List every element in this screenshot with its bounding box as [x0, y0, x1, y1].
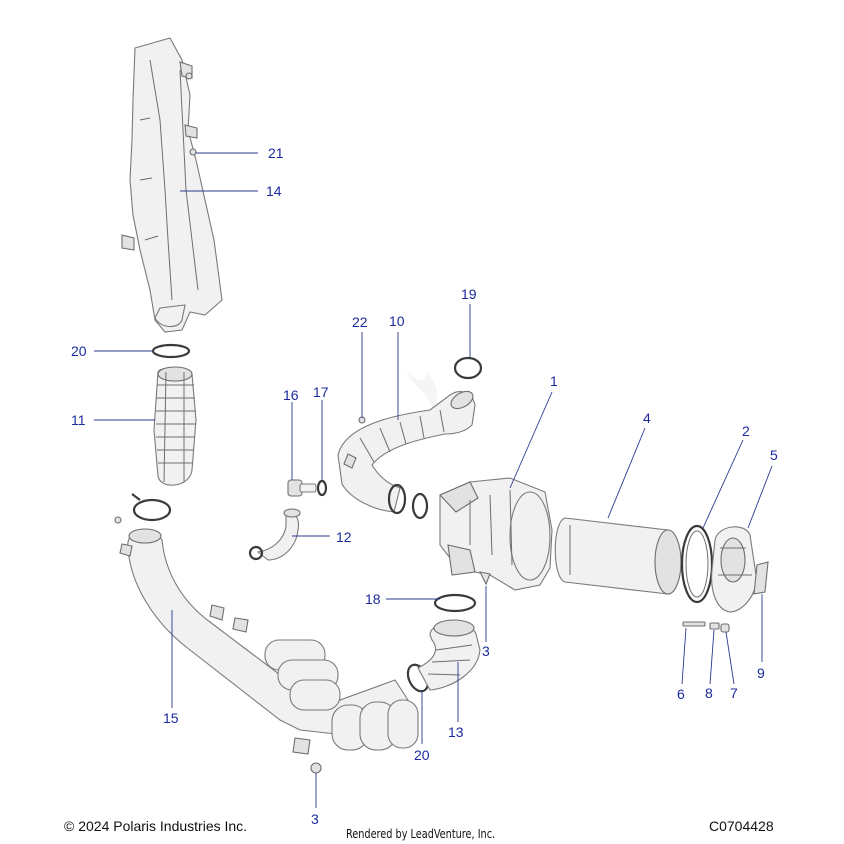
callout-12: 12 [336, 529, 352, 545]
part-7-nut[interactable] [720, 623, 730, 633]
callout-17: 17 [313, 384, 329, 400]
callout-5: 5 [770, 447, 778, 463]
part-3-fastener-lower[interactable] [310, 762, 322, 774]
part-4-air-filter[interactable] [554, 517, 682, 595]
callout-7: 7 [730, 685, 738, 701]
part-11-corrugated-hose[interactable] [153, 366, 197, 486]
part-17-clamp[interactable] [316, 479, 328, 497]
callout-18: 18 [365, 591, 381, 607]
diagram-code: C0704428 [709, 818, 774, 834]
callout-20-upper: 20 [71, 343, 87, 359]
part-13-elbow[interactable] [417, 619, 481, 691]
part-10-intake-tube[interactable] [337, 388, 476, 513]
fastener-left[interactable] [114, 516, 122, 524]
callout-3-lower: 3 [311, 811, 319, 827]
callout-6: 6 [677, 686, 685, 702]
part-21-screw[interactable] [185, 72, 197, 156]
callout-20-lower: 20 [414, 747, 430, 763]
part-15-intake-pipe[interactable] [119, 528, 419, 755]
part-18-clamp[interactable] [433, 593, 477, 613]
part-14-intake-duct[interactable] [121, 37, 223, 333]
part-2-seal-ring[interactable] [680, 524, 714, 604]
callout-3-upper: 3 [482, 643, 490, 659]
part-16-fitting[interactable] [287, 479, 317, 497]
callout-21: 21 [268, 145, 284, 161]
part-3-fastener-upper[interactable] [479, 571, 491, 586]
callout-16: 16 [283, 387, 299, 403]
callout-15: 15 [163, 710, 179, 726]
callout-11: 11 [71, 412, 86, 428]
part-19-clamp[interactable] [453, 356, 483, 380]
callout-9: 9 [757, 665, 765, 681]
part-20-clamp-upper[interactable] [151, 343, 191, 359]
copyright-text: © 2024 Polaris Industries Inc. [64, 818, 248, 834]
callout-14: 14 [266, 183, 282, 199]
part-5-air-box-cover[interactable] [711, 526, 757, 613]
part-9-label-tag[interactable] [753, 561, 769, 595]
watermark-logo [405, 372, 437, 410]
part-12-small-hose[interactable] [248, 508, 301, 561]
callout-labels: 21 14 20 11 16 17 22 10 19 1 4 2 5 12 18… [71, 145, 778, 827]
callout-19: 19 [461, 286, 477, 302]
callout-10: 10 [389, 313, 405, 329]
callout-1: 1 [550, 373, 558, 389]
clamp-tube-outlet[interactable] [387, 483, 429, 520]
part-1-air-box[interactable] [439, 477, 572, 591]
callout-2: 2 [742, 423, 750, 439]
callout-13: 13 [448, 724, 464, 740]
callout-4: 4 [643, 410, 651, 426]
part-6-bolt[interactable] [682, 621, 706, 627]
part-20-clamp-hose-bottom[interactable] [131, 493, 172, 522]
callout-8: 8 [705, 685, 713, 701]
callout-22: 22 [352, 314, 368, 330]
leader-lines [94, 152, 773, 808]
rendered-by-text: Rendered by LeadVenture, Inc. [346, 827, 496, 841]
part-8-spring[interactable] [709, 622, 720, 630]
